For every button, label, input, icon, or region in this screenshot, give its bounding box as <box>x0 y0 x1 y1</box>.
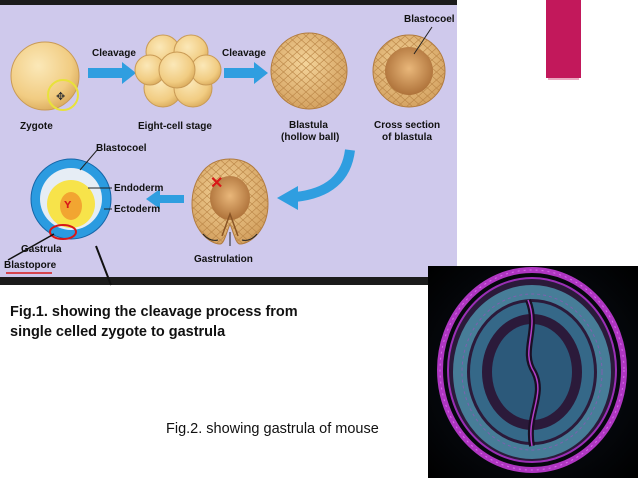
label-cleavage-2: Cleavage <box>222 48 266 59</box>
figure-1-caption-line-1: Fig.1. showing the cleavage process from <box>10 304 298 320</box>
label-gastrulation: Gastrulation <box>194 254 253 265</box>
figure-1-bottom-border <box>0 277 457 285</box>
accent-bar <box>546 0 581 78</box>
zygote-illustration: ✥ <box>10 41 80 111</box>
blastula-illustration <box>270 32 348 110</box>
figure-1-caption-line-2: single celled zygote to gastrula <box>10 324 226 340</box>
cleavage-arrow-2 <box>224 62 268 84</box>
label-hollow-ball: (hollow ball) <box>281 132 339 143</box>
figure-2-mouse-gastrula-image <box>428 266 638 478</box>
blastopore-highlight <box>49 224 77 240</box>
cleavage-arrow-1 <box>88 62 136 84</box>
figure-2-caption: Fig.2. showing gastrula of mouse <box>166 421 379 437</box>
label-ectoderm: Ectoderm <box>114 204 160 215</box>
red-mark-gastrula: ʏ <box>64 196 72 211</box>
move-cursor-icon: ✥ <box>56 91 65 103</box>
accent-bar-shadow <box>548 78 579 80</box>
gastrulation-illustration: ✕ <box>191 158 269 246</box>
leader-blastocoel-top <box>413 26 433 55</box>
blastopore-pointer <box>7 233 55 261</box>
gastrula-illustration: ʏ <box>30 158 112 240</box>
label-cross-section: Cross section <box>374 120 440 131</box>
label-blastula: Blastula <box>289 120 328 131</box>
drawn-pointer-line <box>95 245 112 286</box>
zygote-highlight-circle <box>47 79 79 111</box>
leader-blastocoel-bottom <box>79 148 99 171</box>
label-cleavage-1: Cleavage <box>92 48 136 59</box>
label-gastrula: Gastrula <box>21 244 62 255</box>
label-eight-cell: Eight-cell stage <box>138 121 212 132</box>
label-blastopore: Blastopore <box>4 260 57 271</box>
figure-1-top-border <box>0 0 457 5</box>
label-of-blastula: of blastula <box>382 132 432 143</box>
label-endoderm: Endoderm <box>114 183 164 194</box>
curved-arrow <box>277 149 355 210</box>
blastula-cross-section-illustration <box>372 34 446 108</box>
red-x-mark-gastrulation: ✕ <box>210 175 223 192</box>
eight-cell-illustration <box>134 34 222 108</box>
left-arrow <box>146 189 184 209</box>
figure-1-caption: Fig.1. showing the cleavage process from… <box>10 302 410 342</box>
label-blastocoel-top: Blastocoel <box>404 14 455 25</box>
label-zygote: Zygote <box>20 121 53 132</box>
label-blastocoel-bottom: Blastocoel <box>96 143 147 154</box>
figure-1-panel: ✥ Zygote Cleavage Eight-cell stage Cleav… <box>0 0 457 286</box>
